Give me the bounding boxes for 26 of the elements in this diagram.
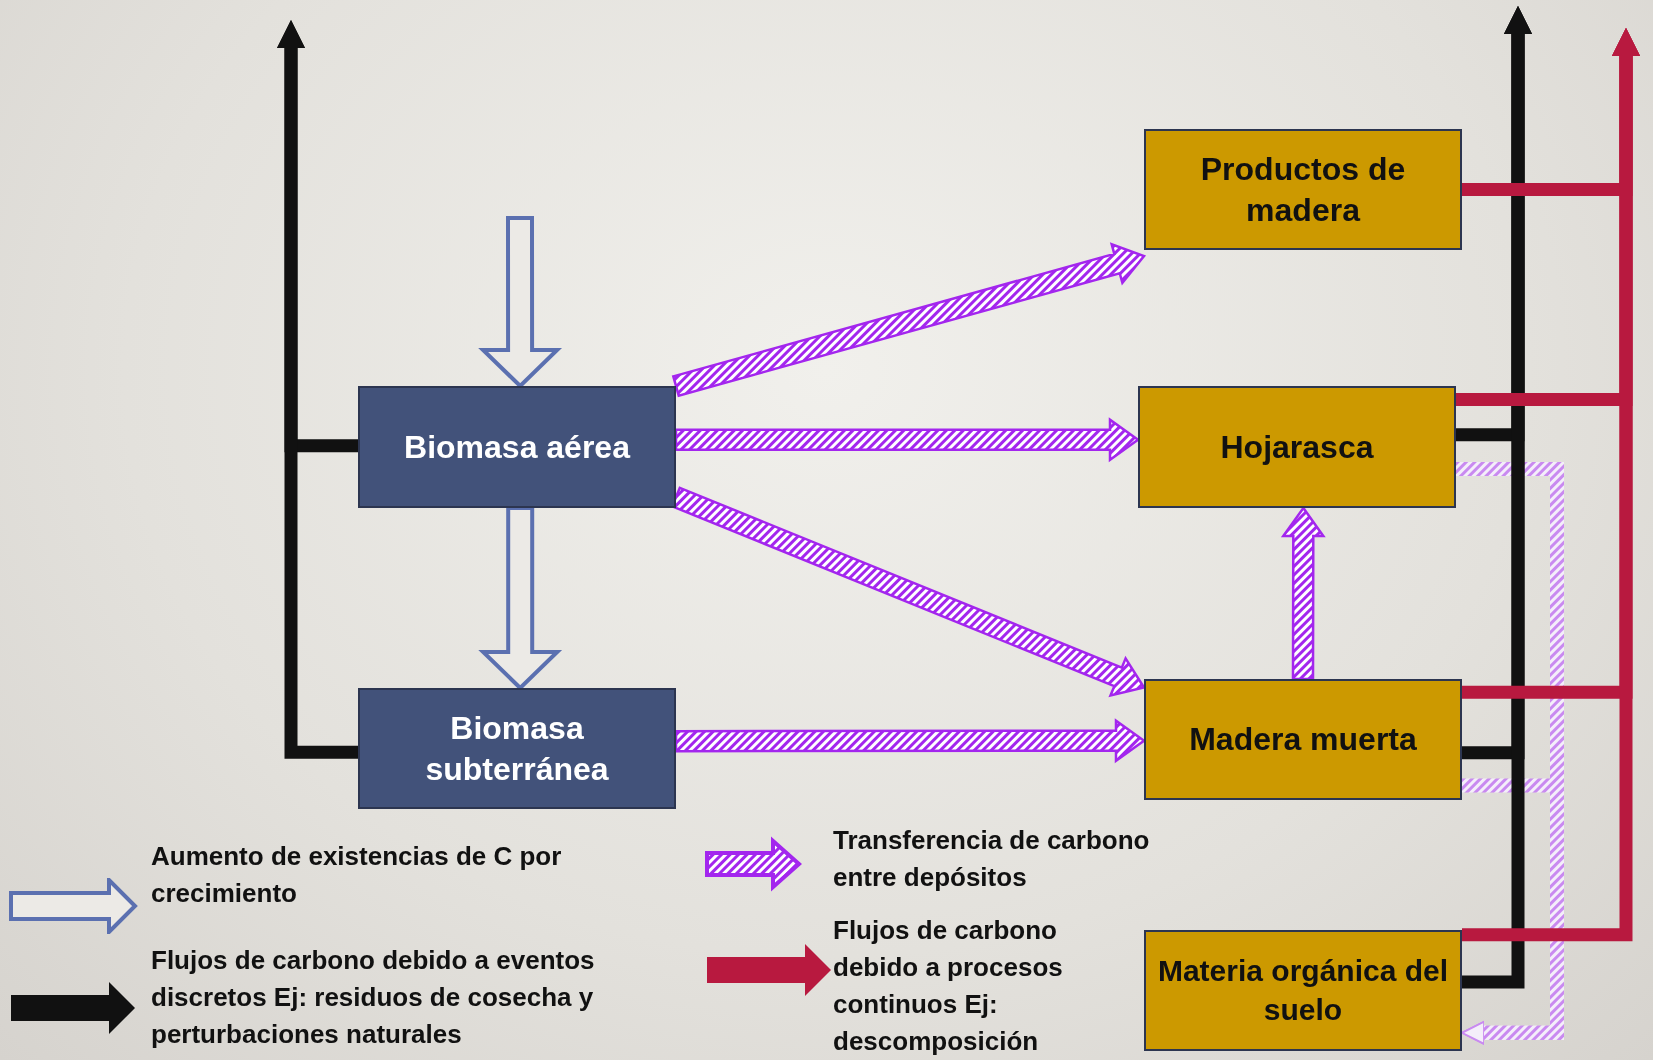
- arrow: [674, 718, 1147, 764]
- legend-text: Flujos de carbono debido a procesos continuos Ej: descomposición: [833, 914, 1064, 1058]
- node-label: Productos de madera: [1199, 149, 1407, 230]
- node-label: Hojarasca: [1219, 427, 1375, 467]
- arrow: [1462, 28, 1640, 942]
- node-label: Biomasa subterránea: [424, 708, 610, 789]
- legend-text: Aumento de existencias de C por crecimiento: [151, 840, 563, 910]
- process-box: [1144, 129, 1462, 250]
- node-label: Biomasa aérea: [403, 427, 632, 467]
- node-label: Materia orgánica del suelo: [1156, 953, 1450, 1028]
- arrow: [674, 417, 1141, 463]
- arrow: [1280, 505, 1326, 681]
- process-box: [1144, 930, 1462, 1051]
- arrow: [1461, 778, 1564, 1045]
- arrow: [1462, 6, 1532, 989]
- process-box: [1138, 386, 1456, 508]
- legend-text: Transferencia de carbono entre depósitos: [833, 824, 1151, 894]
- legend-text: Flujos de carbono debido a eventos discretos Ej: residuos de cosecha y perturbaciones naturales: [151, 944, 596, 1051]
- arrow: [478, 506, 563, 691]
- node-label: Madera muerta: [1188, 720, 1418, 759]
- process-box: [1144, 679, 1462, 800]
- process-box: [358, 386, 676, 508]
- process-box: [358, 688, 676, 809]
- arrow: [478, 216, 562, 389]
- arrow: [671, 242, 1147, 398]
- arrow: [277, 20, 358, 759]
